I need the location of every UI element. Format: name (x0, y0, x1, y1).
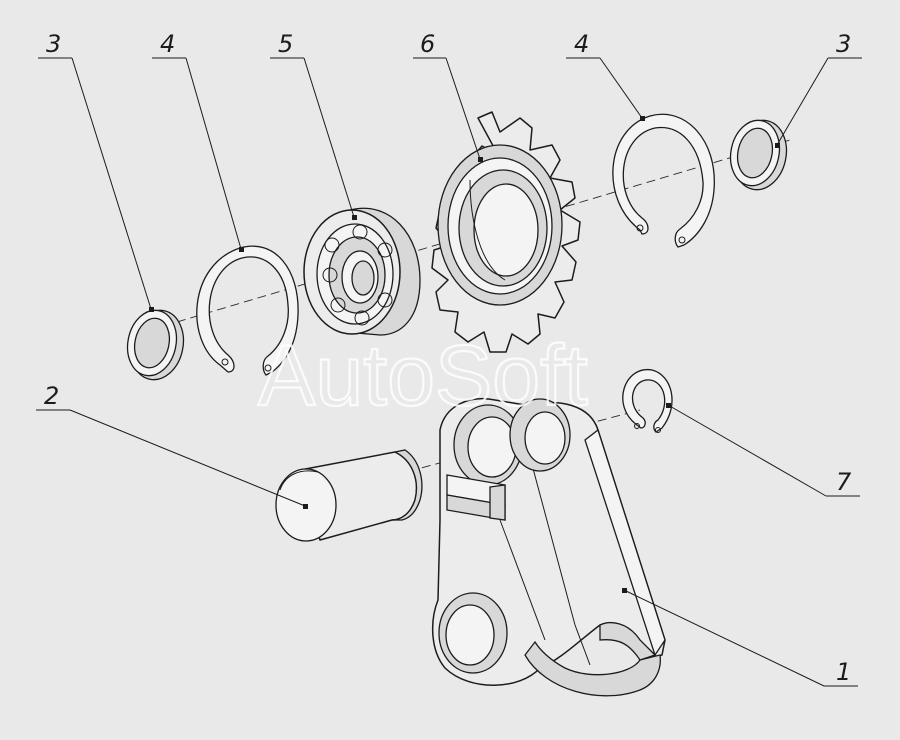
callout-1-label: 1 (836, 658, 851, 686)
callout-3-left: 3 (38, 30, 152, 310)
axle-pin (275, 449, 423, 542)
callout-6: 6 (413, 30, 481, 160)
spacer-ring-left (126, 307, 185, 381)
callout-3-left-label: 3 (46, 30, 61, 58)
callout-3-right-label: 3 (836, 30, 851, 58)
lever-arm (431, 398, 666, 697)
snap-ring (622, 369, 673, 433)
watermark: AutoSoft (258, 328, 588, 424)
callout-2: 2 (36, 382, 306, 507)
callout-3-right: 3 (776, 30, 862, 146)
callout-4-right-label: 4 (574, 30, 589, 58)
callout-4-right: 4 (566, 30, 643, 119)
callout-5: 5 (270, 30, 355, 218)
callout-7: 7 (667, 404, 860, 497)
callout-7-label: 7 (836, 468, 852, 496)
callout-4-left-label: 4 (160, 30, 175, 58)
callout-2-label: 2 (44, 382, 59, 410)
retaining-ring-right (612, 113, 715, 248)
callout-5-label: 5 (278, 30, 293, 58)
ball-bearing (303, 207, 421, 336)
callout-1: 1 (623, 589, 858, 687)
callout-6-label: 6 (420, 30, 435, 58)
callout-4-left: 4 (152, 30, 242, 250)
spacer-ring-right (729, 119, 788, 191)
sprocket (431, 111, 581, 353)
retaining-ring-left (196, 245, 299, 376)
